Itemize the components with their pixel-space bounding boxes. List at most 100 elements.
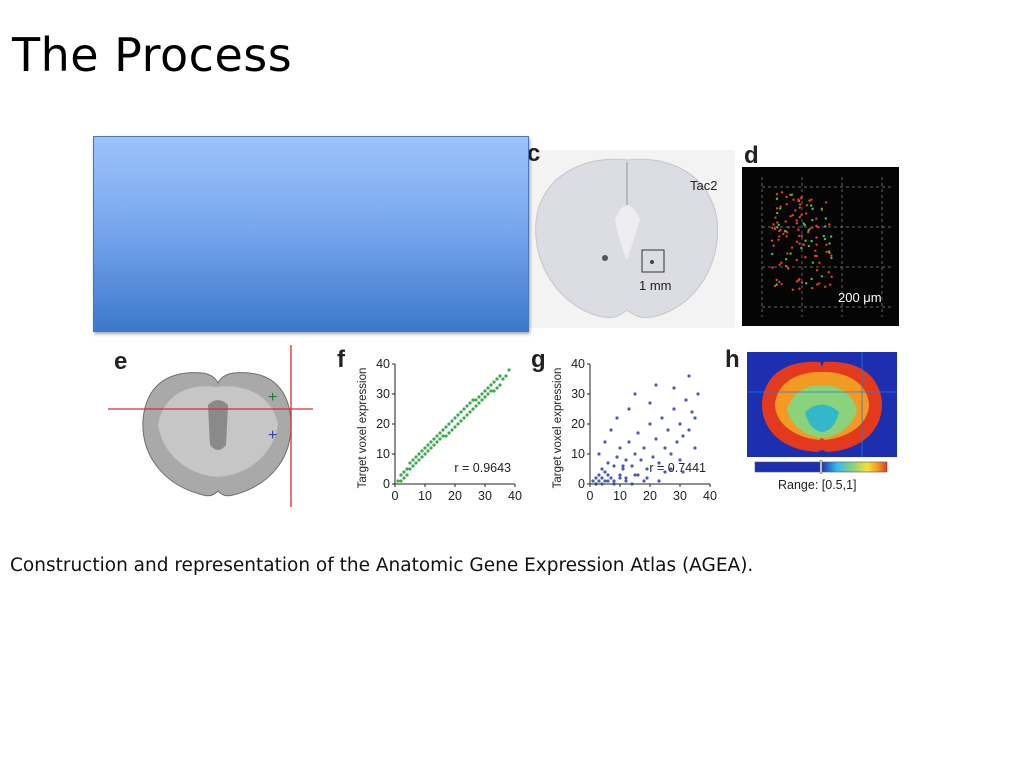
cell-dot [775, 211, 779, 215]
scatter-point [405, 473, 409, 477]
cell-dot [779, 205, 782, 208]
scatter-point [438, 431, 442, 435]
scatter-point [432, 443, 436, 447]
scatter-point [633, 392, 637, 396]
x-tick-label: 20 [448, 489, 462, 503]
cell-dot [800, 246, 803, 250]
scatter-point [630, 482, 634, 486]
scatter-point [495, 386, 499, 390]
cell-dot [800, 197, 803, 200]
scatter-point [492, 380, 496, 384]
scatter-point [408, 461, 412, 465]
scatter-point [399, 473, 403, 477]
cell-dot [830, 256, 833, 260]
scatter-point [480, 398, 484, 402]
scatter-point [636, 431, 640, 435]
scatter-point [657, 461, 661, 465]
cell-dot [810, 198, 813, 201]
scatter-point [678, 458, 682, 462]
scatter-point [600, 476, 604, 480]
scatter-point [492, 389, 496, 393]
y-tick-label: 0 [578, 477, 585, 491]
panel-h-range-label: Range: [0.5,1] [778, 478, 857, 492]
cell-dot [811, 218, 814, 222]
cell-dot [816, 283, 819, 286]
cell-dot [794, 209, 797, 212]
panel-h-letter: h [725, 346, 740, 373]
panel-f-letter: f [337, 346, 345, 373]
scatter-point [642, 479, 646, 483]
cell-dot [824, 285, 827, 288]
scatter-point [459, 410, 463, 414]
scatter-point [651, 455, 655, 459]
scatter-point [672, 386, 676, 390]
cell-dot [811, 286, 814, 290]
scatter-point [624, 458, 628, 462]
scatter-point [405, 467, 409, 471]
cell-dot [828, 223, 831, 226]
panel-h-colorbar [754, 460, 888, 474]
scatter-point [645, 476, 649, 480]
cell-dot [778, 235, 781, 238]
scatter-point [495, 377, 499, 381]
x-tick-label: 30 [673, 489, 687, 503]
cell-dot [779, 228, 782, 231]
scatter-point [486, 386, 490, 390]
scatter-point [672, 407, 676, 411]
cell-dot [815, 236, 818, 239]
cell-dot [792, 198, 795, 201]
cell-dot [775, 278, 778, 282]
cell-dot [813, 254, 817, 258]
scatter-point [663, 446, 667, 450]
scatter-point [441, 434, 445, 438]
scatter-point [429, 446, 433, 450]
scatter-point [618, 476, 622, 480]
scatter-point [597, 479, 601, 483]
cell-dot [798, 215, 802, 219]
cell-dot [800, 213, 803, 217]
cell-dot [804, 256, 807, 259]
scatter-point [639, 458, 643, 462]
scatter-point [654, 437, 658, 441]
cell-dot [785, 231, 789, 234]
x-tick-label: 0 [587, 489, 594, 503]
cell-dot [804, 239, 807, 242]
scatter-point [594, 482, 598, 486]
cell-dot [800, 281, 804, 284]
scatter-point [618, 473, 622, 477]
cell-dot [815, 217, 818, 220]
scatter-point [609, 428, 613, 432]
cell-dot [809, 204, 813, 207]
scatter-point [681, 434, 685, 438]
scatter-point [444, 425, 448, 429]
cell-dot [780, 261, 783, 264]
cell-dot [822, 234, 826, 238]
scatter-point [453, 416, 457, 420]
cell-dot [810, 277, 813, 281]
scatter-point [489, 383, 493, 387]
cell-dot [798, 242, 801, 245]
x-tick-label: 20 [643, 489, 657, 503]
cell-dot [777, 238, 780, 242]
cell-dot [797, 234, 801, 238]
cell-dot [770, 239, 774, 242]
y-tick-label: 10 [376, 447, 390, 461]
cell-dot [771, 226, 774, 230]
scatter-point [477, 401, 481, 405]
scatter-point [462, 407, 466, 411]
scatter-point [654, 383, 658, 387]
cell-dot [774, 216, 777, 219]
scatter-point [606, 479, 610, 483]
cell-dot [789, 252, 792, 255]
scatter-point [486, 392, 490, 396]
cell-dot [824, 217, 827, 220]
x-tick-label: 10 [613, 489, 627, 503]
scatter-point [465, 404, 469, 408]
scatter-point [600, 482, 604, 486]
cell-dot [775, 197, 779, 201]
scatter-point [459, 419, 463, 423]
scatter-point [465, 413, 469, 417]
scatter-point [402, 470, 406, 474]
scatter-point [456, 413, 460, 417]
cell-dot [808, 199, 811, 202]
